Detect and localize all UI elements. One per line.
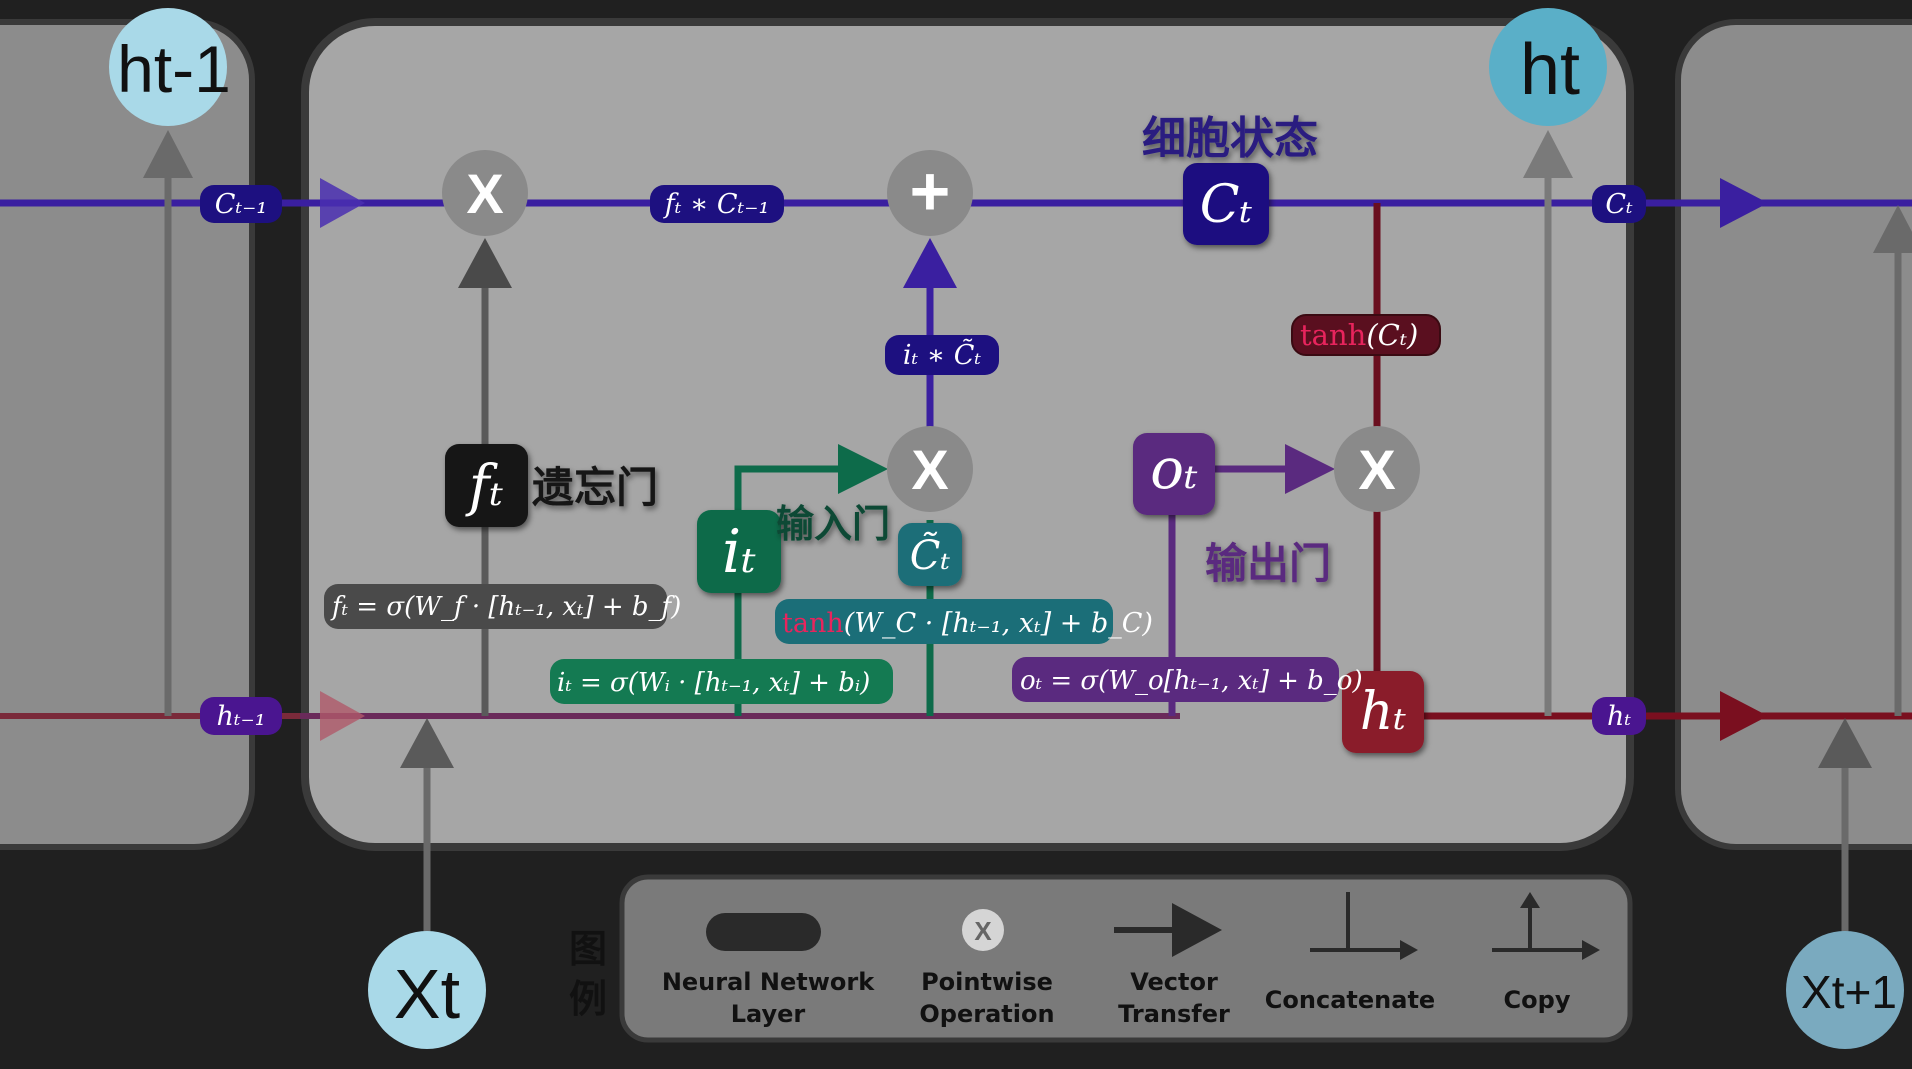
svg-text:Xt: Xt	[394, 955, 460, 1033]
candidate-layer: C̃ₜ	[898, 523, 962, 586]
hidden-in-arrow	[320, 691, 365, 741]
output-multiply-op: X	[1334, 426, 1420, 512]
svg-text:Neural Network: Neural Network	[662, 968, 875, 996]
svg-text:ht: ht	[1520, 30, 1580, 110]
svg-text:hₜ₋₁: hₜ₋₁	[216, 701, 265, 732]
c-out-label: Cₜ	[1592, 185, 1646, 223]
svg-text:X: X	[466, 162, 503, 225]
svg-text:fₜ = σ(W_f · [hₜ₋₁, xₜ] + b_f): fₜ = σ(W_f · [hₜ₋₁, xₜ] + b_f)	[330, 592, 681, 622]
x-next-node: Xt+1	[1786, 931, 1904, 1049]
svg-text:ht-1: ht-1	[117, 32, 231, 106]
output-gate-layer: oₜ	[1133, 433, 1215, 515]
input-gate-label: 输入门	[776, 502, 890, 546]
svg-text:oₜ = σ(W_o[hₜ₋₁, xₜ] + b_o): oₜ = σ(W_o[hₜ₋₁, xₜ] + b_o)	[1020, 666, 1363, 696]
svg-text:Transfer: Transfer	[1118, 1000, 1230, 1028]
input-equation: iₜ = σ(Wᵢ · [hₜ₋₁, xₜ] + bᵢ)	[550, 659, 893, 704]
forget-gate-label: 遗忘门	[532, 463, 658, 512]
svg-text:X: X	[974, 916, 992, 946]
svg-text:Concatenate: Concatenate	[1265, 986, 1435, 1014]
legend-concatenate: Concatenate	[1265, 892, 1435, 1014]
cell-add-op: +	[887, 150, 973, 236]
input-gate-layer: iₜ	[697, 510, 781, 593]
candidate-equation: tanh(W_C · [hₜ₋₁, xₜ] + b_C)	[775, 599, 1153, 644]
svg-text:iₜ: iₜ	[722, 517, 756, 587]
svg-text:Xt+1: Xt+1	[1801, 966, 1897, 1018]
h-up-arrow	[1523, 130, 1573, 178]
legend-pointwise-operation: X Pointwise Operation	[919, 909, 1055, 1028]
cell-state-out-arrow	[1720, 178, 1768, 228]
it-times-ctilde-label: iₜ ∗ C̃ₜ	[885, 335, 999, 375]
svg-text:Operation: Operation	[919, 1000, 1054, 1028]
svg-text:fₜ: fₜ	[465, 454, 504, 519]
xt-up-arrow	[400, 718, 454, 768]
legend-box	[619, 874, 1633, 1043]
svg-text:Cₜ: Cₜ	[1200, 175, 1253, 235]
svg-text:oₜ: oₜ	[1150, 437, 1198, 502]
add-up-arrow	[903, 238, 957, 288]
lstm-cell-box	[301, 18, 1634, 851]
legend-title-2: 例	[569, 977, 607, 1021]
output-equation: oₜ = σ(W_o[hₜ₋₁, xₜ] + b_o)	[1012, 657, 1363, 702]
output-gate-arrow	[1285, 444, 1335, 494]
h-out-node: ht	[1489, 8, 1607, 126]
input-multiply-op: X	[887, 426, 973, 512]
input-gate-path	[734, 465, 843, 716]
forget-equation: fₜ = σ(W_f · [hₜ₋₁, xₜ] + b_f)	[324, 584, 681, 629]
input-gate-arrow	[838, 444, 888, 494]
prev-h-up-arrow	[143, 130, 193, 178]
svg-text:fₜ ∗ Cₜ₋₁: fₜ ∗ Cₜ₋₁	[663, 189, 770, 220]
svg-text:hₜ: hₜ	[1360, 682, 1406, 742]
h-prev-label: hₜ₋₁	[200, 697, 282, 735]
tanh-ct-label: tanh(Cₜ)	[1291, 314, 1441, 356]
forget-up-arrow	[458, 238, 512, 288]
svg-text:Cₜ₋₁: Cₜ₋₁	[215, 189, 267, 220]
svg-text:X: X	[911, 438, 948, 501]
svg-text:tanh(Cₜ): tanh(Cₜ)	[1300, 318, 1418, 352]
svg-text:tanh(W_C · [hₜ₋₁, xₜ] + b_C): tanh(W_C · [hₜ₋₁, xₜ] + b_C)	[782, 608, 1153, 639]
svg-text:Layer: Layer	[731, 1000, 806, 1028]
legend-neural-network-layer: Neural Network Layer	[662, 913, 875, 1028]
previous-cell-box	[0, 19, 255, 850]
hidden-out-arrow	[1720, 691, 1768, 741]
legend-title-1: 图	[569, 927, 607, 971]
x-in-node: Xt	[368, 931, 486, 1049]
svg-text:C̃ₜ: C̃ₜ	[910, 532, 951, 579]
svg-text:iₜ ∗ C̃ₜ: iₜ ∗ C̃ₜ	[903, 338, 981, 371]
svg-text:X: X	[1358, 438, 1395, 501]
svg-text:Cₜ: Cₜ	[1605, 189, 1633, 220]
svg-text:Pointwise: Pointwise	[921, 968, 1053, 996]
forget-gate-layer: fₜ	[445, 444, 528, 527]
ft-times-c-label: fₜ ∗ Cₜ₋₁	[650, 185, 784, 223]
cell-state-in-arrow	[320, 178, 365, 228]
svg-text:Copy: Copy	[1504, 986, 1571, 1014]
ht-block: hₜ	[1342, 671, 1424, 753]
svg-text:+: +	[910, 152, 951, 230]
h-prev-node: ht-1	[109, 8, 231, 126]
h-out-label: hₜ	[1592, 697, 1646, 735]
cell-state-title: 细胞状态	[1142, 113, 1318, 164]
svg-text:hₜ: hₜ	[1607, 701, 1631, 732]
forget-multiply-op: X	[442, 150, 528, 236]
svg-text:iₜ = σ(Wᵢ · [hₜ₋₁, xₜ] + bᵢ): iₜ = σ(Wᵢ · [hₜ₋₁, xₜ] + bᵢ)	[557, 668, 870, 698]
next-cell-box	[1675, 19, 1912, 850]
c-prev-label: Cₜ₋₁	[200, 185, 282, 223]
cell-state-block: Cₜ	[1183, 163, 1269, 245]
svg-text:Vector: Vector	[1130, 968, 1218, 996]
legend-vector-transfer: Vector Transfer	[1114, 903, 1230, 1028]
output-gate-label: 输出门	[1205, 539, 1331, 588]
legend-copy: Copy	[1492, 892, 1600, 1014]
